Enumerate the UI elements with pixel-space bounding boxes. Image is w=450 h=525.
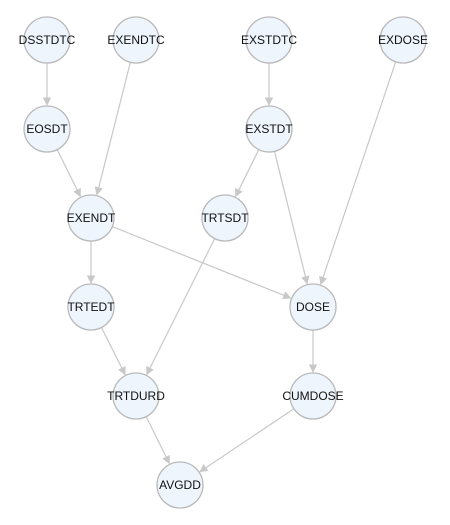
node-exendt[interactable]: EXENDT	[67, 194, 116, 242]
node-label: EXSTDTC	[241, 33, 297, 47]
edge-trtdurd-to-avgdd	[145, 416, 170, 465]
node-label: EXENDTC	[107, 33, 165, 47]
node-circle	[379, 16, 427, 64]
node-dose[interactable]: DOSE	[289, 283, 337, 331]
node-label: EOSDT	[26, 122, 68, 136]
edge-exdose-to-dose	[319, 61, 397, 286]
node-circle	[245, 16, 293, 64]
edge-eosdt-to-exendt	[56, 149, 81, 198]
edge-trtedt-to-trtdurd	[100, 327, 126, 376]
edge-exendtc-to-exendt	[94, 62, 131, 196]
node-label: EXENDT	[67, 211, 116, 225]
node-dsstdtc[interactable]: DSSTDTC	[19, 16, 76, 64]
node-label: EXSTDT	[245, 122, 293, 136]
node-exendtc[interactable]: EXENDTC	[107, 16, 165, 64]
edge-exstdt-to-dose	[273, 151, 310, 285]
node-avgdd[interactable]: AVGDD	[156, 461, 204, 509]
node-label: CUMDOSE	[282, 389, 343, 403]
node-cumdose[interactable]: CUMDOSE	[282, 372, 344, 420]
node-label: TRTSDT	[201, 211, 249, 225]
node-circle	[112, 372, 160, 420]
node-circle	[23, 16, 71, 64]
nodes-layer: DSSTDTC EXENDTC EXSTDTC EXDOSE EOSDT EXSTDT EX…	[19, 16, 428, 509]
node-circle	[67, 194, 115, 242]
node-circle	[156, 461, 204, 509]
edge-cumdose-to-avgdd	[199, 408, 295, 473]
node-exstdtc[interactable]: EXSTDTC	[241, 16, 297, 64]
node-circle	[289, 283, 337, 331]
edge-trtsdt-to-trtdurd	[146, 238, 216, 376]
node-exdose[interactable]: EXDOSE	[378, 16, 428, 64]
node-trtsdt[interactable]: TRTSDT	[201, 194, 249, 242]
node-trtdurd[interactable]: TRTDURD	[107, 372, 165, 420]
node-trtedt[interactable]: TRTEDT	[67, 283, 115, 331]
node-label: DOSE	[296, 300, 330, 314]
edge-exstdt-to-trtsdt	[235, 149, 260, 198]
node-label: TRTEDT	[67, 300, 115, 314]
node-circle	[67, 283, 115, 331]
node-label: DSSTDTC	[19, 33, 76, 47]
edge-exendt-to-dose	[112, 226, 292, 300]
node-label: TRTDURD	[107, 389, 165, 403]
edges-layer	[42, 61, 397, 473]
node-label: EXDOSE	[378, 33, 428, 47]
node-circle	[245, 105, 293, 153]
node-eosdt[interactable]: EOSDT	[23, 105, 71, 153]
node-exstdt[interactable]: EXSTDT	[245, 105, 293, 153]
node-label: AVGDD	[159, 478, 201, 492]
node-circle	[201, 194, 249, 242]
node-circle	[23, 105, 71, 153]
node-circle	[289, 372, 337, 420]
node-circle	[112, 16, 160, 64]
